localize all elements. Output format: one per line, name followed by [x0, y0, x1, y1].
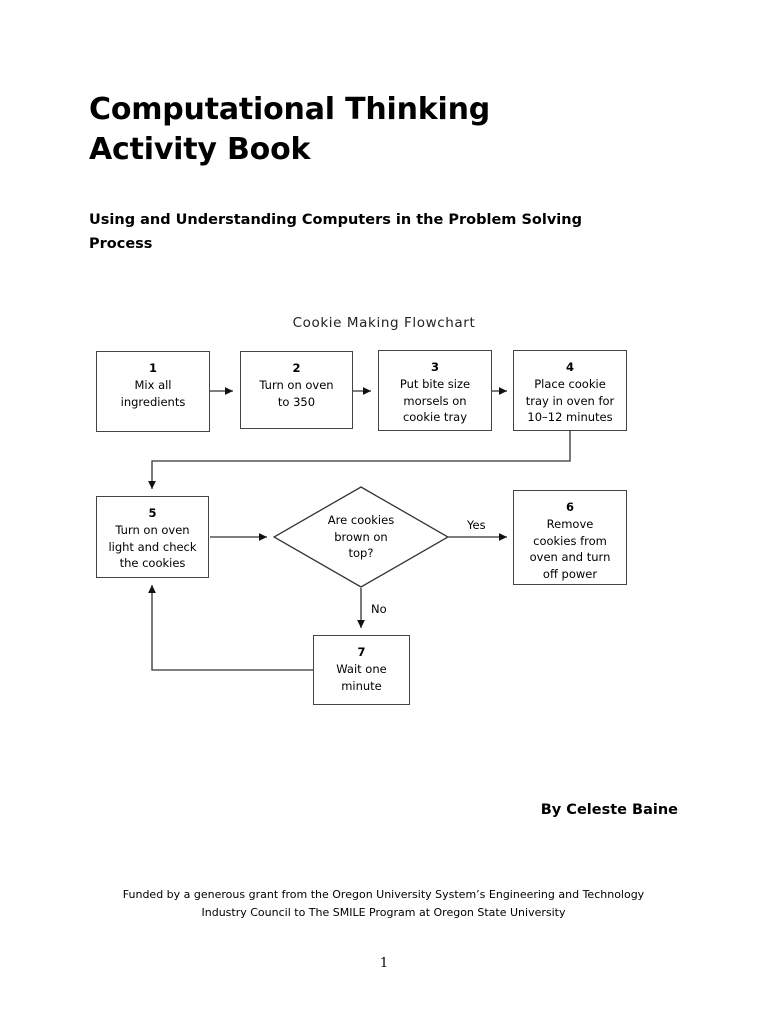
flowchart-decision-node: Are cookies brown on top?	[272, 486, 450, 588]
flowchart-title: Cookie Making Flowchart	[292, 315, 476, 331]
flowchart-node-6: 6 Remove cookies from oven and turn off …	[513, 490, 627, 585]
node-text: Remove cookies from oven and turn off po…	[529, 517, 611, 581]
node-number: 2	[292, 361, 301, 375]
grant-line-2: Industry Council to The SMILE Program at…	[201, 906, 566, 919]
flowchart-node-2: 2 Turn on oven to 350	[240, 351, 353, 429]
node-text: Put bite size morsels on cookie tray	[399, 377, 471, 424]
node-text: Wait one minute	[336, 662, 387, 693]
flowchart-node-3: 3 Put bite size morsels on cookie tray	[378, 350, 492, 431]
node-number: 3	[430, 360, 439, 374]
node-number: 5	[148, 506, 157, 520]
node-number: 7	[357, 645, 366, 659]
node-number: 4	[565, 360, 574, 374]
decision-text: Are cookies brown on top?	[327, 513, 395, 561]
flowchart-node-4: 4 Place cookie tray in oven for 10–12 mi…	[513, 350, 627, 431]
node-text: Mix all ingredients	[120, 378, 186, 409]
page-number: 1	[379, 956, 389, 971]
flowchart-node-1: 1 Mix all ingredients	[96, 351, 210, 432]
node-text: Turn on oven light and check the cookies	[108, 523, 197, 570]
flowchart-node-7: 7 Wait one minute	[313, 635, 410, 705]
node-number: 1	[148, 361, 157, 375]
document-title-line1: Computational Thinking	[89, 92, 490, 127]
grant-line-1: Funded by a generous grant from the Oreg…	[122, 888, 645, 901]
edge-label-no: No	[371, 602, 387, 616]
node-number: 6	[565, 500, 574, 514]
grant-acknowledgement: Funded by a generous grant from the Oreg…	[89, 886, 678, 922]
title-block: Computational Thinking Activity Book	[89, 90, 689, 170]
document-title-line2: Activity Book	[89, 132, 311, 167]
node-text: Turn on oven to 350	[259, 378, 334, 409]
node-text: Place cookie tray in oven for 10–12 minu…	[525, 377, 615, 424]
author-byline: By Celeste Baine	[540, 802, 678, 818]
document-subtitle: Using and Understanding Computers in the…	[89, 212, 582, 252]
edge-label-yes: Yes	[467, 518, 486, 532]
flowchart-node-5: 5 Turn on oven light and check the cooki…	[96, 496, 209, 578]
diamond-shape	[272, 486, 450, 588]
